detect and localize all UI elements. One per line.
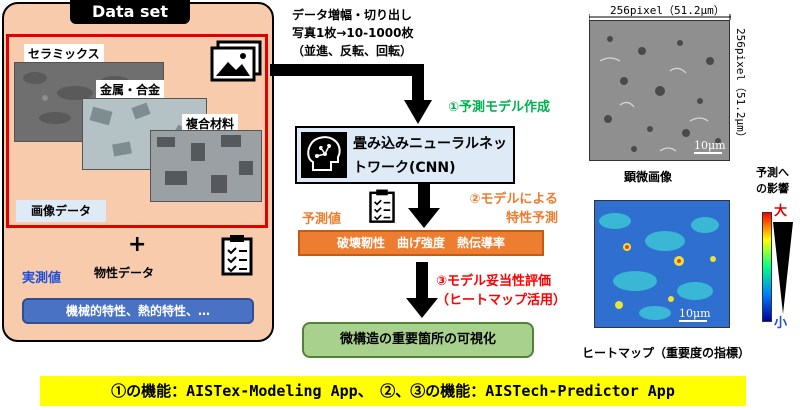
- colorbar: [762, 212, 772, 322]
- composite-label: 複合材料: [182, 114, 239, 133]
- image-gallery-icon: [210, 40, 262, 82]
- pixel-height-label: 256pixel（51.2μm）: [734, 28, 747, 143]
- plus-sign: +: [128, 232, 147, 257]
- clipboard-icon: [221, 235, 253, 276]
- cnn-line1: 畳み込みニューラルネッ: [353, 136, 507, 152]
- sem-micrograph: 10μm: [589, 20, 730, 161]
- cnn-text: 畳み込みニューラルネッ トワーク(CNN): [353, 132, 513, 180]
- image-data-label: 画像データ: [16, 200, 106, 222]
- step3-line2: （ヒートマップ活用）: [436, 293, 567, 308]
- heatmap-caption: ヒートマップ（重要度の指標）: [582, 346, 751, 360]
- width-dimension-line: [589, 14, 731, 20]
- influence-label: 予測へ の影響: [756, 164, 789, 196]
- predicted-label: 予測値: [302, 212, 342, 227]
- dataset-title: Data set: [70, 0, 190, 24]
- augment-line2: 写真1枚→10-1000枚: [292, 26, 414, 40]
- visualization-box: 微構造の重要箇所の可視化: [302, 322, 534, 358]
- colorbar-large-label: 大: [774, 204, 788, 219]
- heat-scale-label: 10μm: [679, 307, 711, 320]
- ceramics-label: セラミックス: [24, 44, 104, 63]
- image-data-frame: [6, 34, 268, 228]
- flow-arrow-augment: [270, 64, 432, 124]
- augment-line3: （並進、反転、回転）: [292, 44, 413, 58]
- influence-line2: の影響: [756, 182, 789, 195]
- arrow-down-icon: [408, 184, 440, 228]
- app-banner: ①の機能：AISTex-Modeling App、 ②、③の機能：AISTech…: [40, 376, 746, 406]
- composite-micrograph: [150, 130, 262, 202]
- heatmap-image: 10μm: [594, 200, 730, 328]
- predicted-values-box: 破壊靭性 曲げ強度 熱伝導率: [298, 230, 544, 256]
- micro-scale-label: 10μm: [694, 139, 726, 152]
- micro-caption: 顕微画像: [624, 170, 673, 184]
- clipboard-icon: [369, 189, 395, 223]
- properties-box: 機械的特性、熱的特性、…: [22, 298, 254, 324]
- influence-wedge: [773, 222, 793, 314]
- augment-title: データ増幅・切り出し: [292, 8, 413, 22]
- step2-label: ②モデルによる 特性予測: [450, 188, 558, 226]
- brain-icon: [301, 132, 347, 178]
- metal-label: 金属・合金: [96, 80, 165, 99]
- step2-line2: 特性予測: [505, 211, 558, 226]
- property-data-label: 物性データ: [94, 264, 155, 281]
- pixel-width-label: 256pixel（51.2μm）: [610, 4, 725, 17]
- cnn-box: 畳み込みニューラルネッ トワーク(CNN): [295, 126, 515, 184]
- step3-line1: ③モデル妥当性評価: [436, 274, 552, 289]
- colorbar-small-label: 小: [774, 316, 788, 331]
- cnn-line2: トワーク(CNN): [353, 160, 456, 176]
- arrow-down-icon: [406, 262, 438, 318]
- measured-value-label: 実測値: [22, 271, 62, 286]
- influence-line1: 予測へ: [756, 166, 789, 179]
- step1-label: ①予測モデル作成: [448, 100, 551, 115]
- step2-line1: ②モデルによる: [469, 192, 558, 207]
- step3-label: ③モデル妥当性評価 （ヒートマップ活用）: [436, 270, 566, 308]
